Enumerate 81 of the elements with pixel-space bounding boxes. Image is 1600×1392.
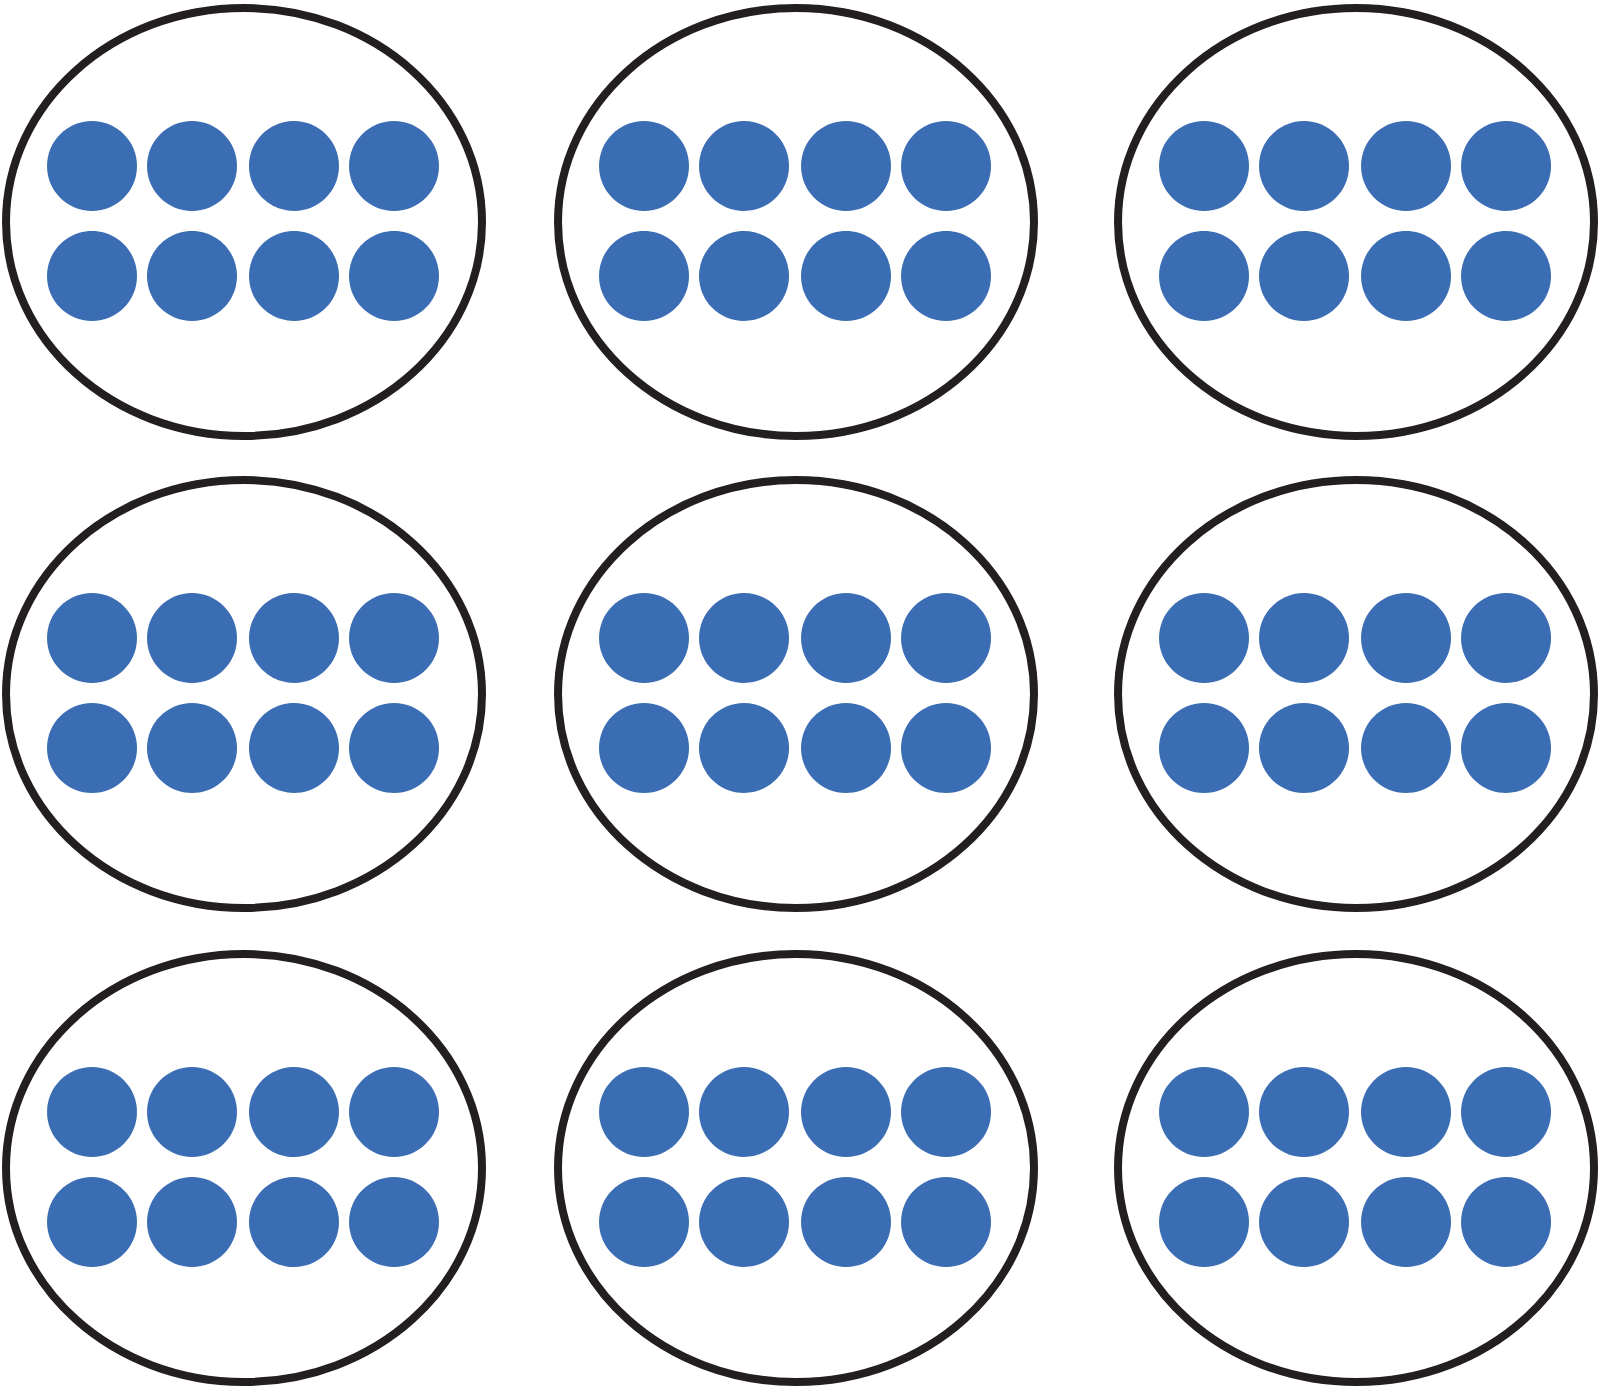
dot: [1361, 1067, 1451, 1157]
dot: [1159, 1177, 1249, 1267]
dot: [349, 121, 439, 211]
dot: [1259, 593, 1349, 683]
dot: [1259, 121, 1349, 211]
dot: [901, 231, 991, 321]
dot: [47, 593, 137, 683]
dot: [249, 593, 339, 683]
dot: [801, 703, 891, 793]
dot: [699, 703, 789, 793]
dot: [1259, 1177, 1349, 1267]
dot: [1461, 703, 1551, 793]
dot: [1361, 121, 1451, 211]
dot: [699, 1177, 789, 1267]
dot: [599, 703, 689, 793]
oval: [1114, 476, 1598, 912]
dot: [1461, 121, 1551, 211]
dot: [801, 1177, 891, 1267]
dot: [1159, 703, 1249, 793]
dot: [47, 1067, 137, 1157]
dot: [249, 1067, 339, 1157]
dot: [249, 231, 339, 321]
dot: [901, 1067, 991, 1157]
dot: [249, 703, 339, 793]
dot: [349, 1177, 439, 1267]
dot: [1259, 231, 1349, 321]
dot: [1159, 593, 1249, 683]
dot: [599, 231, 689, 321]
dot: [599, 593, 689, 683]
oval: [554, 4, 1038, 440]
dot: [699, 1067, 789, 1157]
dot: [599, 1067, 689, 1157]
dot: [147, 1067, 237, 1157]
dot: [147, 703, 237, 793]
dot: [147, 231, 237, 321]
dot: [1259, 1067, 1349, 1157]
dot: [349, 1067, 439, 1157]
oval: [554, 950, 1038, 1386]
dot: [349, 593, 439, 683]
dot: [1461, 1177, 1551, 1267]
oval: [1114, 950, 1598, 1386]
oval: [1114, 4, 1598, 440]
dot: [1461, 1067, 1551, 1157]
dot: [801, 593, 891, 683]
dot: [47, 1177, 137, 1267]
dot: [47, 703, 137, 793]
dot: [599, 121, 689, 211]
dot: [1461, 593, 1551, 683]
dot: [1361, 593, 1451, 683]
dot: [147, 593, 237, 683]
dot: [1159, 121, 1249, 211]
dot: [147, 121, 237, 211]
dot: [1361, 1177, 1451, 1267]
dot: [599, 1177, 689, 1267]
dot: [349, 703, 439, 793]
dot: [47, 121, 137, 211]
dot: [47, 231, 137, 321]
dot: [249, 121, 339, 211]
dot: [699, 121, 789, 211]
dot: [801, 1067, 891, 1157]
dot: [249, 1177, 339, 1267]
dot: [801, 121, 891, 211]
dot: [349, 231, 439, 321]
dot: [901, 121, 991, 211]
dot: [901, 1177, 991, 1267]
dot: [1461, 231, 1551, 321]
oval: [554, 476, 1038, 912]
dot: [1159, 231, 1249, 321]
oval: [2, 4, 486, 440]
dot: [901, 703, 991, 793]
dot: [1159, 1067, 1249, 1157]
dot: [901, 593, 991, 683]
dot: [1361, 231, 1451, 321]
dot: [1361, 703, 1451, 793]
dot: [699, 231, 789, 321]
dot: [699, 593, 789, 683]
oval: [2, 476, 486, 912]
dot: [801, 231, 891, 321]
dot: [1259, 703, 1349, 793]
oval: [2, 950, 486, 1386]
dot: [147, 1177, 237, 1267]
